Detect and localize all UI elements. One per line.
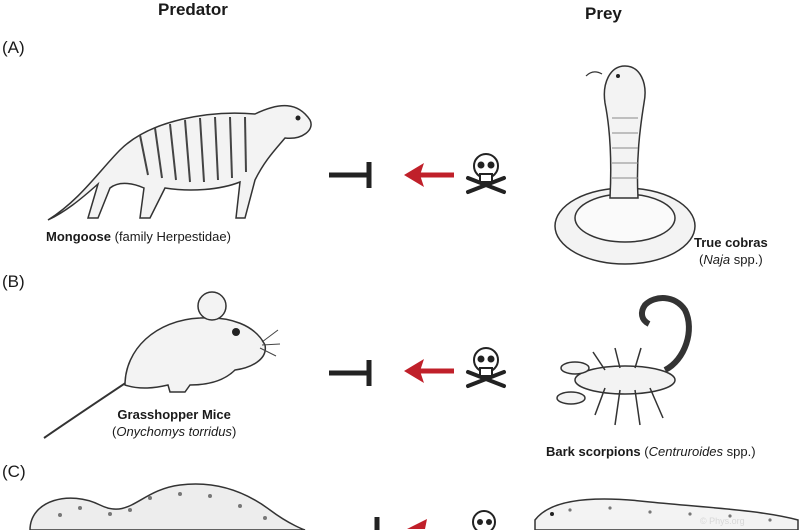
snake-illustration <box>29 483 306 530</box>
predator-column-header: Predator <box>158 0 228 19</box>
scorpion-caption: Bark scorpions (Centruroides spp.) <box>546 444 756 459</box>
inhibition-t-bar-icon <box>329 360 372 386</box>
cobra-caption: True cobras (Naja spp.) <box>694 234 768 268</box>
mouse-name: Grasshopper Mice <box>117 407 231 422</box>
watermark: © Phys.org <box>700 516 745 526</box>
panel-label-a: (A) <box>2 38 25 57</box>
mouse-caption: Grasshopper Mice (Onychomys torridus) <box>112 406 236 440</box>
red-arrow-left-icon <box>404 163 454 187</box>
inhibition-t-bar-icon <box>374 517 380 530</box>
grasshopper-mouse-illustration <box>43 291 281 439</box>
cobra-genus: (Naja spp.) <box>699 252 763 267</box>
salamander-illustration <box>534 498 799 530</box>
mongoose-name: Mongoose <box>46 229 111 244</box>
prey-column-header: Prey <box>585 4 622 23</box>
skull-crossbones-icon <box>472 510 496 530</box>
cobra-name: True cobras <box>694 235 768 250</box>
panel-label-c: (C) <box>2 462 26 481</box>
mouse-species: (Onychomys torridus) <box>112 424 237 439</box>
scorpion-genus: Centruroides <box>648 444 724 459</box>
mongoose-caption: Mongoose (family Herpestidae) <box>46 228 231 245</box>
cobra-illustration <box>554 65 696 265</box>
panel-label-b: (B) <box>2 272 25 291</box>
red-arrow-left-icon <box>404 359 454 383</box>
skull-crossbones-icon <box>466 347 506 388</box>
skull-crossbones-icon <box>466 153 506 194</box>
scorpion-illustration <box>556 295 692 426</box>
scorpion-name: Bark scorpions <box>546 444 641 459</box>
mongoose-family: (family Herpestidae) <box>111 229 231 244</box>
mongoose-illustration <box>47 104 312 221</box>
inhibition-t-bar-icon <box>329 162 372 188</box>
red-arrow-left-icon <box>407 519 427 529</box>
